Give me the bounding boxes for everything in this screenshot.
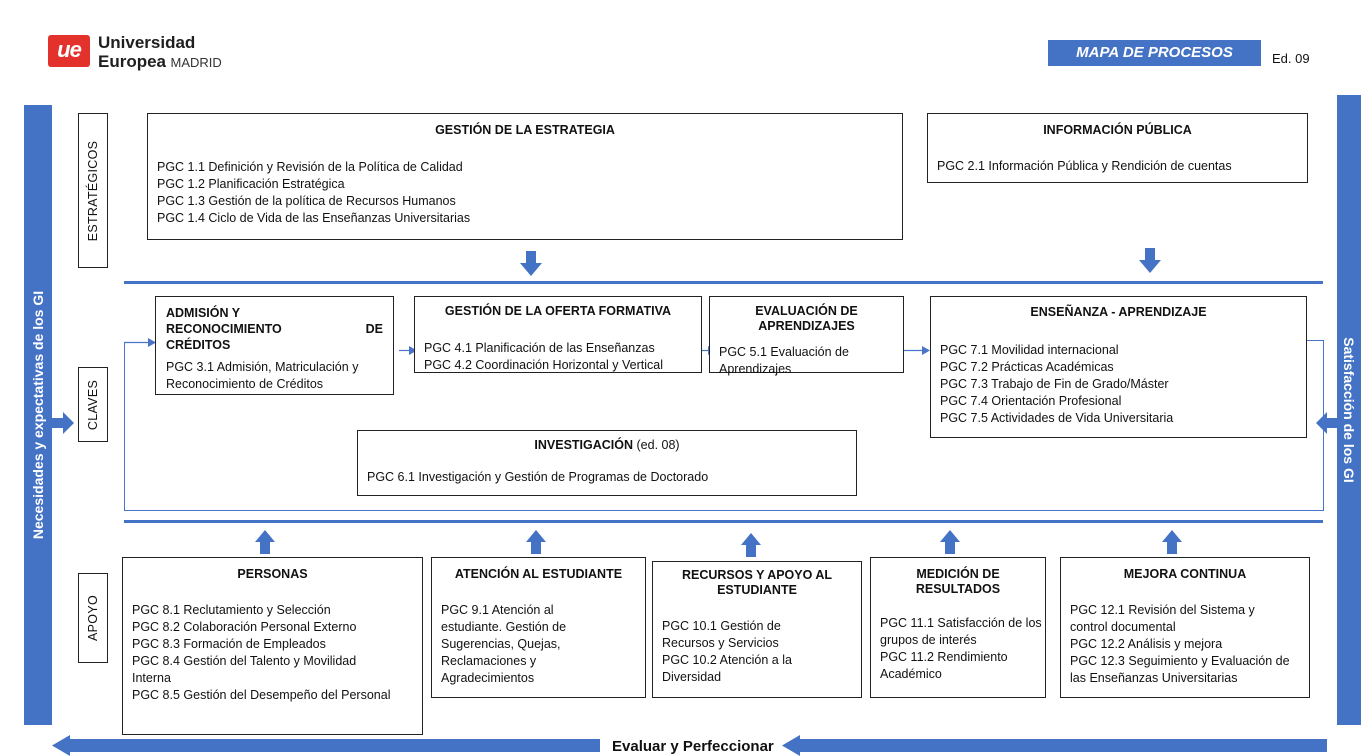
edition-label: Ed. 09 <box>1272 51 1310 66</box>
flow-line <box>1307 340 1324 341</box>
process-item: PGC 1.3 Gestión de la política de Recurs… <box>157 194 456 208</box>
process-item: PGC 6.1 Investigación y Gestión de Progr… <box>367 470 709 484</box>
process-list: PGC 2.1 Información Pública y Rendición … <box>937 158 1307 175</box>
arrow-down-icon <box>520 251 542 276</box>
map-title-badge: MAPA DE PROCESOS <box>1048 40 1261 66</box>
process-item: PGC 1.1 Definición y Revisión de la Polí… <box>157 160 463 174</box>
footer-label: Evaluar y Perfeccionar <box>612 738 774 755</box>
process-item: PGC 1.4 Ciclo de Vida de las Enseñanzas … <box>157 211 471 225</box>
flow-line <box>124 510 1324 511</box>
box-title: INFORMACIÓN PÚBLICA <box>1043 123 1192 137</box>
process-item: PGC 7.3 Trabajo de Fin de Grado/Máster <box>940 377 1169 391</box>
arrow-up-icon <box>1162 530 1182 554</box>
box-title: ADMISIÓN Y RECONOCIMIENTO DE CRÉDITOS <box>166 306 383 352</box>
process-item: PGC 8.1 Reclutamiento y Selección <box>132 603 331 617</box>
process-list: PGC 12.1 Revisión del Sistema y control … <box>1070 602 1309 687</box>
process-item: PGC 8.5 Gestión del Desempeño del Person… <box>132 688 391 702</box>
arrow-right-icon <box>124 338 156 347</box>
row-label-support: APOYO <box>78 573 108 663</box>
process-item: PGC 1.2 Planificación Estratégica <box>157 177 345 191</box>
right-sidebar: Satisfacción de los GI <box>1337 95 1361 725</box>
footer-arrow-left-icon <box>782 735 1327 756</box>
box-title: GESTIÓN DE LA ESTRATEGIA <box>435 123 615 137</box>
university-logo: ue Universidad Europea MADRID <box>48 33 248 75</box>
left-sidebar-arrow <box>52 412 74 434</box>
right-sidebar-arrow <box>1316 412 1338 434</box>
process-list: PGC 10.1 Gestión de Recursos y Servicios… <box>662 618 861 686</box>
process-item: PGC 8.2 Colaboración Personal Externo <box>132 620 357 634</box>
box-ensenanza: ENSEÑANZA - APRENDIZAJE PGC 7.1 Movilida… <box>930 296 1307 438</box>
arrow-up-icon <box>940 530 960 554</box>
box-title: ATENCIÓN AL ESTUDIANTE <box>454 567 623 581</box>
arrow-right-icon <box>904 346 930 355</box>
process-item: PGC 12.2 Análisis y mejora <box>1070 637 1223 651</box>
process-item: PGC 3.1 Admisión, Matriculación y Recono… <box>166 360 359 391</box>
process-list: PGC 11.1 Satisfacción de los grupos de i… <box>880 615 1045 683</box>
flow-line <box>124 342 125 510</box>
box-recursos-apoyo: RECURSOS Y APOYO AL ESTUDIANTE PGC 10.1 … <box>652 561 862 698</box>
process-item: PGC 10.2 Atención a la Diversidad <box>662 653 792 684</box>
process-item: PGC 11.1 Satisfacción de los grupos de i… <box>880 616 1042 647</box>
process-list: PGC 7.1 Movilidad internacional PGC 7.2 … <box>940 342 1306 427</box>
box-admision: ADMISIÓN Y RECONOCIMIENTO DE CRÉDITOS PG… <box>155 296 394 395</box>
process-item: PGC 10.1 Gestión de Recursos y Servicios <box>662 619 781 650</box>
footer-arrow-left-icon <box>52 735 600 756</box>
box-title: INVESTIGACIÓN (ed. 08) <box>534 438 680 452</box>
box-atencion-estudiante: ATENCIÓN AL ESTUDIANTE PGC 9.1 Atención … <box>431 557 646 698</box>
row-label-strategic: ESTRATÉGICOS <box>78 113 108 268</box>
divider-strategic-key <box>124 281 1323 284</box>
arrow-up-icon <box>741 533 761 557</box>
left-sidebar-label: Necesidades y expectativas de los GI <box>30 290 46 540</box>
box-title: RECURSOS Y APOYO AL ESTUDIANTE <box>681 568 833 597</box>
box-informacion-publica: INFORMACIÓN PÚBLICA PGC 2.1 Información … <box>927 113 1308 183</box>
process-item: PGC 8.4 Gestión del Talento y Movilidad … <box>132 654 357 685</box>
process-list: PGC 8.1 Reclutamiento y Selección PGC 8.… <box>132 602 422 704</box>
process-list: PGC 6.1 Investigación y Gestión de Progr… <box>367 469 856 486</box>
process-item: PGC 4.1 Planificación de las Enseñanzas <box>424 341 655 355</box>
process-list: PGC 5.1 Evaluación de Aprendizajes <box>719 344 903 378</box>
process-list: PGC 3.1 Admisión, Matriculación y Recono… <box>166 359 387 393</box>
flow-line <box>1323 340 1324 511</box>
process-item: PGC 12.3 Seguimiento y Evaluación de las… <box>1070 654 1290 685</box>
box-title: MEDICIÓN DE RESULTADOS <box>915 567 1001 596</box>
process-item: PGC 7.1 Movilidad internacional <box>940 343 1119 357</box>
right-sidebar-label: Satisfacción de los GI <box>1341 337 1357 483</box>
logo-text-line2: Europea MADRID <box>98 52 222 71</box>
box-investigacion: INVESTIGACIÓN (ed. 08) PGC 6.1 Investiga… <box>357 430 857 496</box>
divider-key-support <box>124 520 1323 523</box>
box-evaluacion: EVALUACIÓN DE APRENDIZAJES PGC 5.1 Evalu… <box>709 296 904 376</box>
row-label-key: CLAVES <box>78 367 108 442</box>
arrow-up-icon <box>255 530 275 554</box>
logo-mark: ue <box>48 35 90 67</box>
process-list: PGC 9.1 Atención al estudiante. Gestión … <box>441 602 645 687</box>
box-title: ENSEÑANZA - APRENDIZAJE <box>1030 305 1207 319</box>
box-oferta-formativa: GESTIÓN DE LA OFERTA FORMATIVA PGC 4.1 P… <box>414 296 702 373</box>
box-title: PERSONAS <box>237 567 308 581</box>
process-list: PGC 4.1 Planificación de las Enseñanzas … <box>424 340 701 374</box>
process-list: PGC 1.1 Definición y Revisión de la Polí… <box>157 159 902 227</box>
process-item: PGC 12.1 Revisión del Sistema y control … <box>1070 603 1255 634</box>
map-title: MAPA DE PROCESOS <box>1076 44 1233 61</box>
arrow-up-icon <box>526 530 546 554</box>
process-item: PGC 7.2 Prácticas Académicas <box>940 360 1114 374</box>
arrow-down-icon <box>1139 248 1161 273</box>
process-item: PGC 11.2 Rendimiento Académico <box>880 650 1008 681</box>
box-mejora-continua: MEJORA CONTINUA PGC 12.1 Revisión del Si… <box>1060 557 1310 698</box>
process-item: PGC 8.3 Formación de Empleados <box>132 637 326 651</box>
box-title: EVALUACIÓN DE APRENDIZAJES <box>755 304 858 333</box>
box-personas: PERSONAS PGC 8.1 Reclutamiento y Selecci… <box>122 557 423 735</box>
box-title: GESTIÓN DE LA OFERTA FORMATIVA <box>444 304 672 318</box>
process-item: PGC 7.5 Actividades de Vida Universitari… <box>940 411 1174 425</box>
logo-text-line1: Universidad <box>98 33 196 52</box>
process-item: PGC 2.1 Información Pública y Rendición … <box>937 159 1232 173</box>
process-item: PGC 4.2 Coordinación Horizontal y Vertic… <box>424 358 664 372</box>
box-title: MEJORA CONTINUA <box>1123 567 1247 581</box>
process-item: PGC 7.4 Orientación Profesional <box>940 394 1122 408</box>
box-medicion-resultados: MEDICIÓN DE RESULTADOS PGC 11.1 Satisfac… <box>870 557 1046 698</box>
process-item: PGC 5.1 Evaluación de Aprendizajes <box>719 345 849 376</box>
box-gestion-estrategia: GESTIÓN DE LA ESTRATEGIA PGC 1.1 Definic… <box>147 113 903 240</box>
arrow-right-icon <box>399 346 417 355</box>
left-sidebar: Necesidades y expectativas de los GI <box>24 105 52 725</box>
process-item: PGC 9.1 Atención al estudiante. Gestión … <box>441 603 567 685</box>
